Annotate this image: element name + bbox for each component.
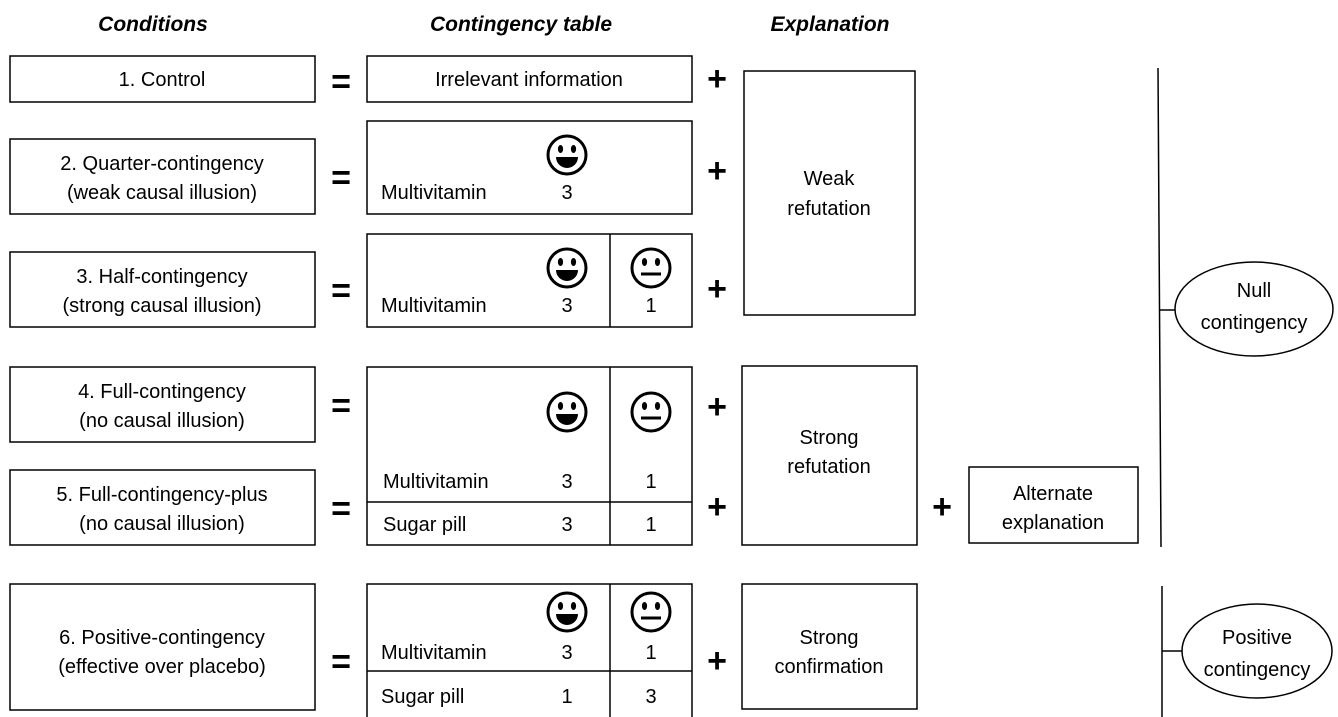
table-cell: 3 [561, 471, 572, 493]
condition-5-box: 5. Full-contingency-plus (no causal illu… [9, 469, 316, 546]
table-cell: 3 [561, 514, 572, 536]
condition-5-sublabel: (no causal illusion) [79, 513, 245, 535]
strong-refutation-box: Strong refutation [741, 365, 918, 546]
equals-sign: = [331, 490, 351, 528]
condition-2-sublabel: (weak causal illusion) [67, 182, 257, 204]
alternate-explanation-sublabel: explanation [1002, 512, 1104, 534]
control-table: Irrelevant information [366, 55, 693, 103]
full-contingency-table: Multivitamin 3 1 Sugar pill 3 1 [366, 366, 693, 546]
condition-3-box: 3. Half-contingency (strong causal illus… [9, 251, 316, 328]
strong-confirmation-label: Strong [800, 627, 859, 649]
condition-4-label: 4. Full-contingency [78, 381, 246, 403]
neutral-face-icon [630, 591, 672, 633]
quarter-contingency-table: Multivitamin 3 [366, 120, 693, 215]
contingency-table-header: Contingency table [430, 13, 612, 36]
explanation-header: Explanation [770, 13, 889, 36]
equals-sign: = [331, 272, 351, 310]
condition-5-label: 5. Full-contingency-plus [56, 484, 267, 506]
positive-contingency-bracket: Positive contingency [1161, 586, 1333, 717]
condition-4-sublabel: (no causal illusion) [79, 410, 245, 432]
condition-2-box: 2. Quarter-contingency (weak causal illu… [9, 138, 316, 215]
equals-sign: = [331, 643, 351, 681]
condition-3-sublabel: (strong causal illusion) [63, 295, 262, 317]
plus-sign: + [932, 488, 952, 526]
table-cell: 1 [645, 514, 656, 536]
happy-face-icon [546, 591, 588, 633]
treatment-row-label: Multivitamin [381, 295, 487, 317]
null-contingency-sublabel: contingency [1201, 312, 1308, 334]
positive-contingency-label: Positive [1222, 627, 1292, 649]
placebo-row-label: Sugar pill [383, 514, 466, 536]
condition-1-label: 1. Control [119, 69, 206, 91]
table-cell: 3 [561, 642, 572, 664]
table-cell: 3 [645, 686, 656, 708]
table-cell: 1 [645, 471, 656, 493]
half-contingency-table: Multivitamin 3 1 [366, 233, 693, 328]
condition-2-label: 2. Quarter-contingency [60, 153, 263, 175]
treatment-row-label: Multivitamin [381, 642, 487, 664]
weak-refutation-label: Weak [804, 168, 856, 190]
strong-refutation-label: Strong [800, 427, 859, 449]
strong-confirmation-box: Strong confirmation [741, 583, 918, 710]
equals-sign: = [331, 159, 351, 197]
condition-6-sublabel: (effective over placebo) [58, 656, 266, 678]
neutral-face-icon [630, 391, 672, 433]
happy-face-icon [546, 247, 588, 289]
strong-confirmation-sublabel: confirmation [775, 656, 884, 678]
placebo-row-label: Sugar pill [381, 686, 464, 708]
plus-sign: + [707, 388, 727, 426]
positive-contingency-table: Multivitamin 3 1 Sugar pill 1 3 [366, 583, 693, 717]
plus-sign: + [707, 270, 727, 308]
condition-3-label: 3. Half-contingency [76, 266, 247, 288]
condition-1-box: 1. Control [9, 55, 316, 103]
alternate-explanation-box: Alternate explanation [968, 466, 1139, 544]
equals-sign: = [331, 63, 351, 101]
treatment-row-label: Multivitamin [381, 182, 487, 204]
table-cell: 1 [645, 295, 656, 317]
null-contingency-bracket: Null contingency [1157, 67, 1334, 548]
table-cell: 1 [645, 642, 656, 664]
equals-sign: = [331, 387, 351, 425]
control-table-text: Irrelevant information [435, 69, 623, 91]
plus-sign: + [707, 488, 727, 526]
alternate-explanation-label: Alternate [1013, 483, 1093, 505]
plus-sign: + [707, 642, 727, 680]
condition-6-box: 6. Positive-contingency (effective over … [9, 583, 316, 711]
weak-refutation-sublabel: refutation [787, 198, 870, 220]
table-cell: 3 [561, 182, 572, 204]
condition-4-box: 4. Full-contingency (no causal illusion) [9, 366, 316, 443]
happy-face-icon [546, 391, 588, 433]
plus-sign: + [707, 60, 727, 98]
plus-sign: + [707, 152, 727, 190]
table-cell: 1 [561, 686, 572, 708]
treatment-row-label: Multivitamin [383, 471, 489, 493]
happy-face-icon [546, 134, 588, 176]
weak-refutation-box: Weak refutation [743, 70, 916, 316]
neutral-face-icon [630, 247, 672, 289]
null-contingency-label: Null [1237, 280, 1271, 302]
positive-contingency-sublabel: contingency [1204, 659, 1311, 681]
strong-refutation-sublabel: refutation [787, 456, 870, 478]
conditions-header: Conditions [98, 13, 208, 36]
table-cell: 3 [561, 295, 572, 317]
condition-6-label: 6. Positive-contingency [59, 627, 265, 649]
